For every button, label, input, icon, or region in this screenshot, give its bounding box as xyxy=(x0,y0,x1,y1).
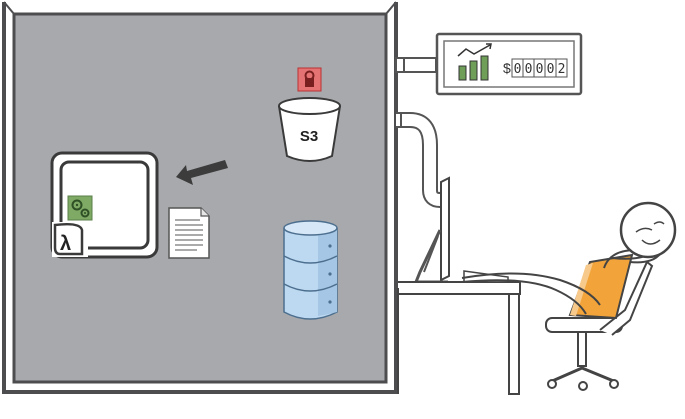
lambda-icon: λ xyxy=(60,233,71,255)
meter-digit-1: 0 xyxy=(514,62,522,77)
lock-icon xyxy=(298,68,321,91)
database-icon xyxy=(284,221,337,319)
s3-bucket-icon: S3 xyxy=(279,98,340,161)
desk xyxy=(398,271,520,394)
monitor-pipe xyxy=(396,113,440,200)
document-icon xyxy=(169,208,209,258)
lambda-function: λ xyxy=(52,153,157,257)
s3-label: S3 xyxy=(300,128,318,145)
currency-symbol: $ xyxy=(503,60,511,76)
meter-digit-2: 0 xyxy=(525,62,533,77)
meter-digit-3: 0 xyxy=(536,62,544,77)
meter-digit-5: 2 xyxy=(558,62,566,77)
meter-pipe xyxy=(396,58,436,72)
gears-icon xyxy=(68,196,92,220)
meter-digit-4: 0 xyxy=(547,62,555,77)
relaxing-person xyxy=(462,203,675,318)
billing-meter: $ 0 0 0 0 2 xyxy=(437,34,581,94)
